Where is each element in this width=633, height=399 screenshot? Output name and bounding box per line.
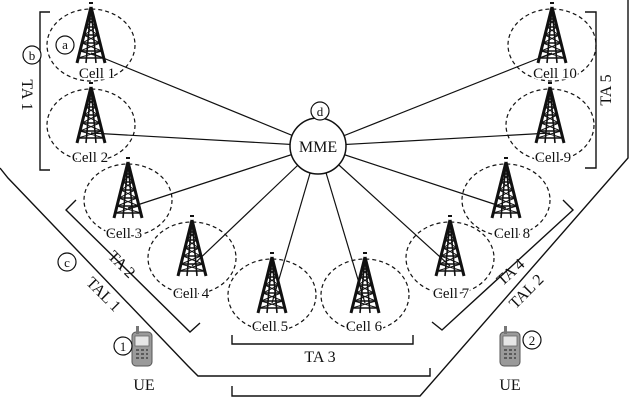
cell-9-link <box>317 132 551 147</box>
cell-coverage-boundary <box>83 163 173 237</box>
ta-2-bracket <box>65 199 201 333</box>
ue-1-number-badge <box>113 336 133 356</box>
ta-marker-letter: b <box>29 48 36 63</box>
cell-9: Cell 9 <box>505 81 595 168</box>
cell-tower-icon <box>536 1 568 65</box>
tal-marker-letter: c <box>64 255 70 270</box>
cell-tower-icon <box>349 251 381 315</box>
cell-2-label: Cell 2 <box>72 150 108 166</box>
tal-2-bracket <box>231 0 629 397</box>
cell-marker-letter: a <box>62 37 68 52</box>
cell-8-label: Cell 8 <box>494 226 530 242</box>
cell-mme-links <box>90 52 553 304</box>
cell-3: Cell 3 <box>83 156 173 244</box>
cell-8-link <box>317 145 507 209</box>
ue-1: 1 UE <box>113 325 155 394</box>
mme-marker <box>310 101 330 121</box>
cell-2-link <box>90 132 319 147</box>
cell-tower-icon <box>490 156 522 220</box>
tal-marker: c <box>57 252 77 272</box>
ta-4-bracket <box>431 199 575 331</box>
ta-3-label: TA 3 <box>304 349 335 366</box>
cell-marker: a <box>55 35 75 55</box>
cell-coverage-boundary <box>46 88 136 162</box>
mobile-phone-icon <box>131 325 153 367</box>
cell-10-link <box>317 52 553 147</box>
cell-coverage-boundary <box>405 221 495 295</box>
cell-3-label: Cell 3 <box>106 226 142 242</box>
ta-1-label: TA 1 <box>18 79 35 110</box>
ta-marker: b <box>22 45 42 65</box>
ue-1-label: UE <box>133 377 154 394</box>
cell-coverage-boundary <box>461 163 551 237</box>
cell-8: Cell 8 <box>461 156 551 244</box>
cell-4-link <box>191 145 319 267</box>
cell-7: Cell 7 <box>405 214 495 304</box>
ta-1-bracket <box>39 11 50 171</box>
cell-tower-icon <box>112 156 144 220</box>
cell-1-link <box>90 52 319 147</box>
cell-5-label: Cell 5 <box>252 319 288 335</box>
cell-4-label: Cell 4 <box>173 286 210 302</box>
mme-marker-letter: d <box>317 104 324 119</box>
cell-tower-icon <box>176 214 208 278</box>
ta-3-bracket <box>231 335 414 345</box>
ue-2: 2 UE <box>499 325 542 394</box>
cell-4: Cell 4 <box>147 214 237 304</box>
ta-5-label: TA 5 <box>598 74 615 105</box>
cell-coverage-boundary <box>505 88 595 162</box>
cell-coverage-boundary <box>147 221 237 295</box>
cell-6-label: Cell 6 <box>346 319 383 335</box>
ue-2-label: UE <box>499 377 520 394</box>
ue-2-number-badge <box>522 330 542 350</box>
ue-1-number: 1 <box>120 339 127 354</box>
cell-tower-icon <box>75 1 107 65</box>
cells: Cell 1 Cell 2 Cell 3 Cell 4 Cell 5 Cell 6 Cell… <box>46 1 597 337</box>
mme-node: MME d <box>289 101 347 175</box>
mobile-phone-icon <box>499 325 521 367</box>
ta-5-bracket <box>585 11 597 169</box>
cell-coverage-boundary <box>46 8 136 82</box>
cell-coverage-boundary <box>320 258 410 332</box>
cell-6: Cell 6 <box>320 251 410 337</box>
cell-10: Cell 10 <box>507 1 597 84</box>
cell-10-label: Cell 10 <box>533 66 577 82</box>
cell-1: Cell 1 <box>46 1 136 84</box>
cell-1-label: Cell 1 <box>79 66 115 82</box>
cell-3-link <box>127 145 319 209</box>
cell-tower-icon <box>256 251 288 315</box>
tal-1-bracket <box>0 167 431 377</box>
cell-coverage-boundary <box>507 8 597 82</box>
cell-coverage-boundary <box>227 258 317 332</box>
mme-label: MME <box>299 139 337 156</box>
cell-2: Cell 2 <box>46 81 136 168</box>
cell-5: Cell 5 <box>227 251 317 337</box>
cell-tower-icon <box>434 214 466 278</box>
cell-7-link <box>317 145 451 267</box>
ue-2-number: 2 <box>529 333 536 348</box>
cell-9-label: Cell 9 <box>535 150 571 166</box>
cell-7-label: Cell 7 <box>433 286 470 302</box>
tal-1-label: TAL 1 <box>83 274 124 315</box>
